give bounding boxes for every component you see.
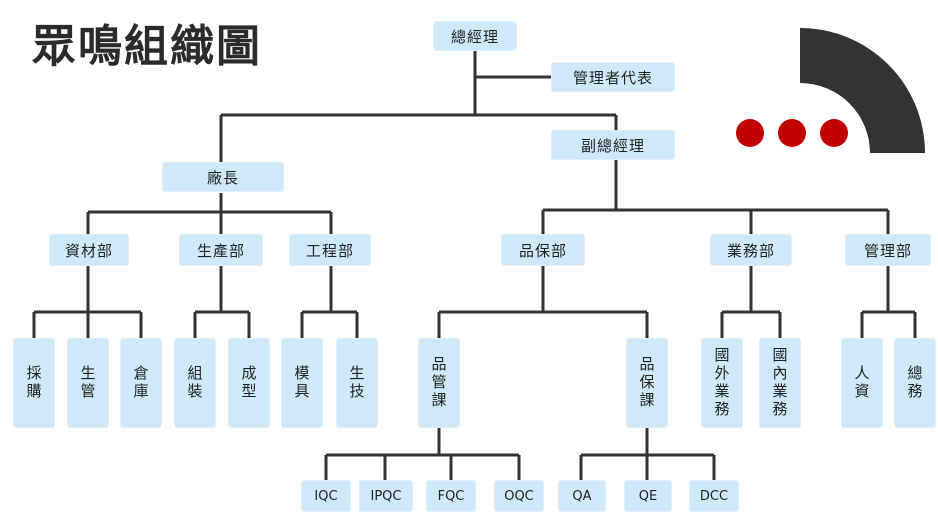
node-ipqc: IPQC — [359, 480, 413, 512]
node-purchasing: 採購 — [13, 338, 55, 428]
node-engineering-dept: 工程部 — [289, 234, 371, 266]
node-sales-dept: 業務部 — [710, 234, 792, 266]
node-vice-gm: 副總經理 — [551, 130, 675, 160]
dot — [820, 119, 848, 147]
node-gm: 總經理 — [433, 21, 517, 51]
node-management-rep: 管理者代表 — [551, 62, 675, 92]
node-qa-dept: 品保部 — [501, 234, 585, 266]
node-qe: QE — [624, 480, 672, 512]
node-qa-section: 品保課 — [626, 338, 668, 428]
node-production-tech: 生技 — [336, 338, 378, 428]
node-dcc: DCC — [689, 480, 739, 512]
node-production-dept: 生產部 — [179, 234, 263, 266]
node-domestic-sales: 國內業務 — [759, 338, 801, 428]
node-assembly: 組裝 — [174, 338, 216, 428]
dot — [778, 119, 806, 147]
node-mold: 模具 — [281, 338, 323, 428]
node-warehouse: 倉庫 — [120, 338, 162, 428]
node-molding: 成型 — [228, 338, 270, 428]
node-admin-dept: 管理部 — [845, 234, 931, 266]
arc-shape — [800, 28, 925, 153]
node-qa: QA — [558, 480, 606, 512]
node-factory-director: 廠長 — [162, 162, 284, 192]
node-hr: 人資 — [841, 338, 883, 428]
page-title: 眾鳴組織圖 — [32, 21, 262, 72]
node-general-affairs: 總務 — [894, 338, 936, 428]
node-iqc: IQC — [301, 480, 351, 512]
dot — [736, 119, 764, 147]
node-materials-dept: 資材部 — [49, 234, 129, 266]
node-foreign-sales: 國外業務 — [701, 338, 743, 428]
node-qc-section: 品管課 — [418, 338, 460, 428]
node-fqc: FQC — [426, 480, 476, 512]
node-production-control: 生管 — [67, 338, 109, 428]
node-oqc: OQC — [494, 480, 544, 512]
